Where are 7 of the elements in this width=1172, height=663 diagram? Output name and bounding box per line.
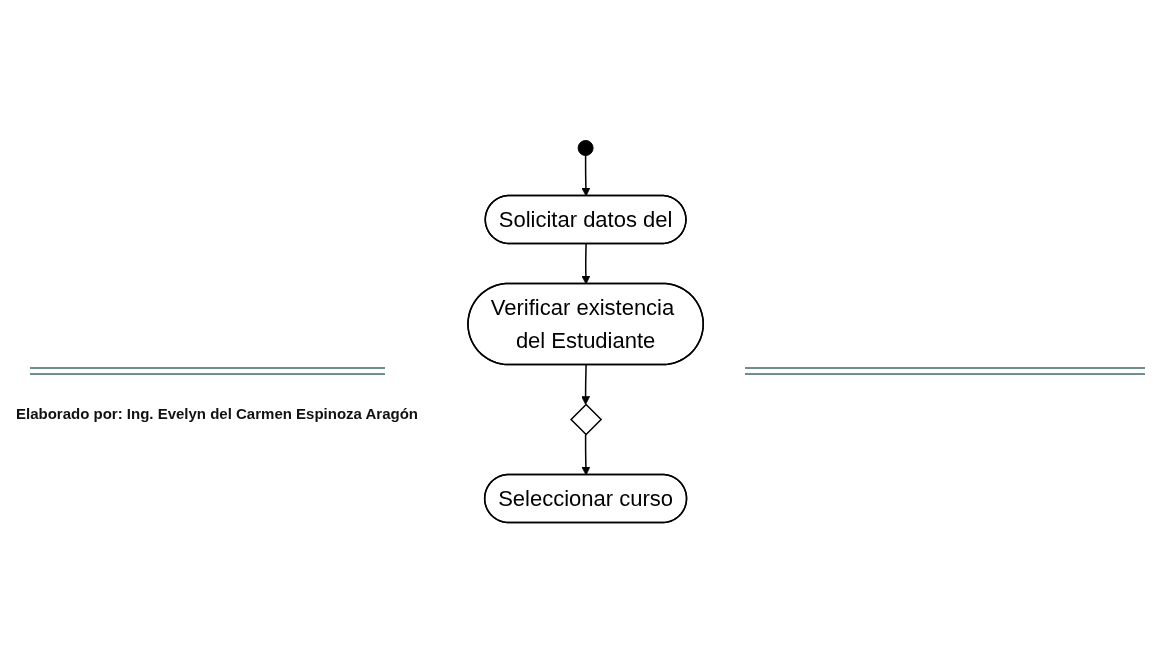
node-circle xyxy=(578,140,594,156)
arrow xyxy=(581,364,591,405)
arrow xyxy=(581,154,591,197)
arrow xyxy=(581,243,591,285)
arrow xyxy=(581,433,591,476)
node-diamond xyxy=(570,403,603,436)
author-note: Elaborado por: Ing. Evelyn del Carmen Espinoza Aragón xyxy=(16,405,418,422)
